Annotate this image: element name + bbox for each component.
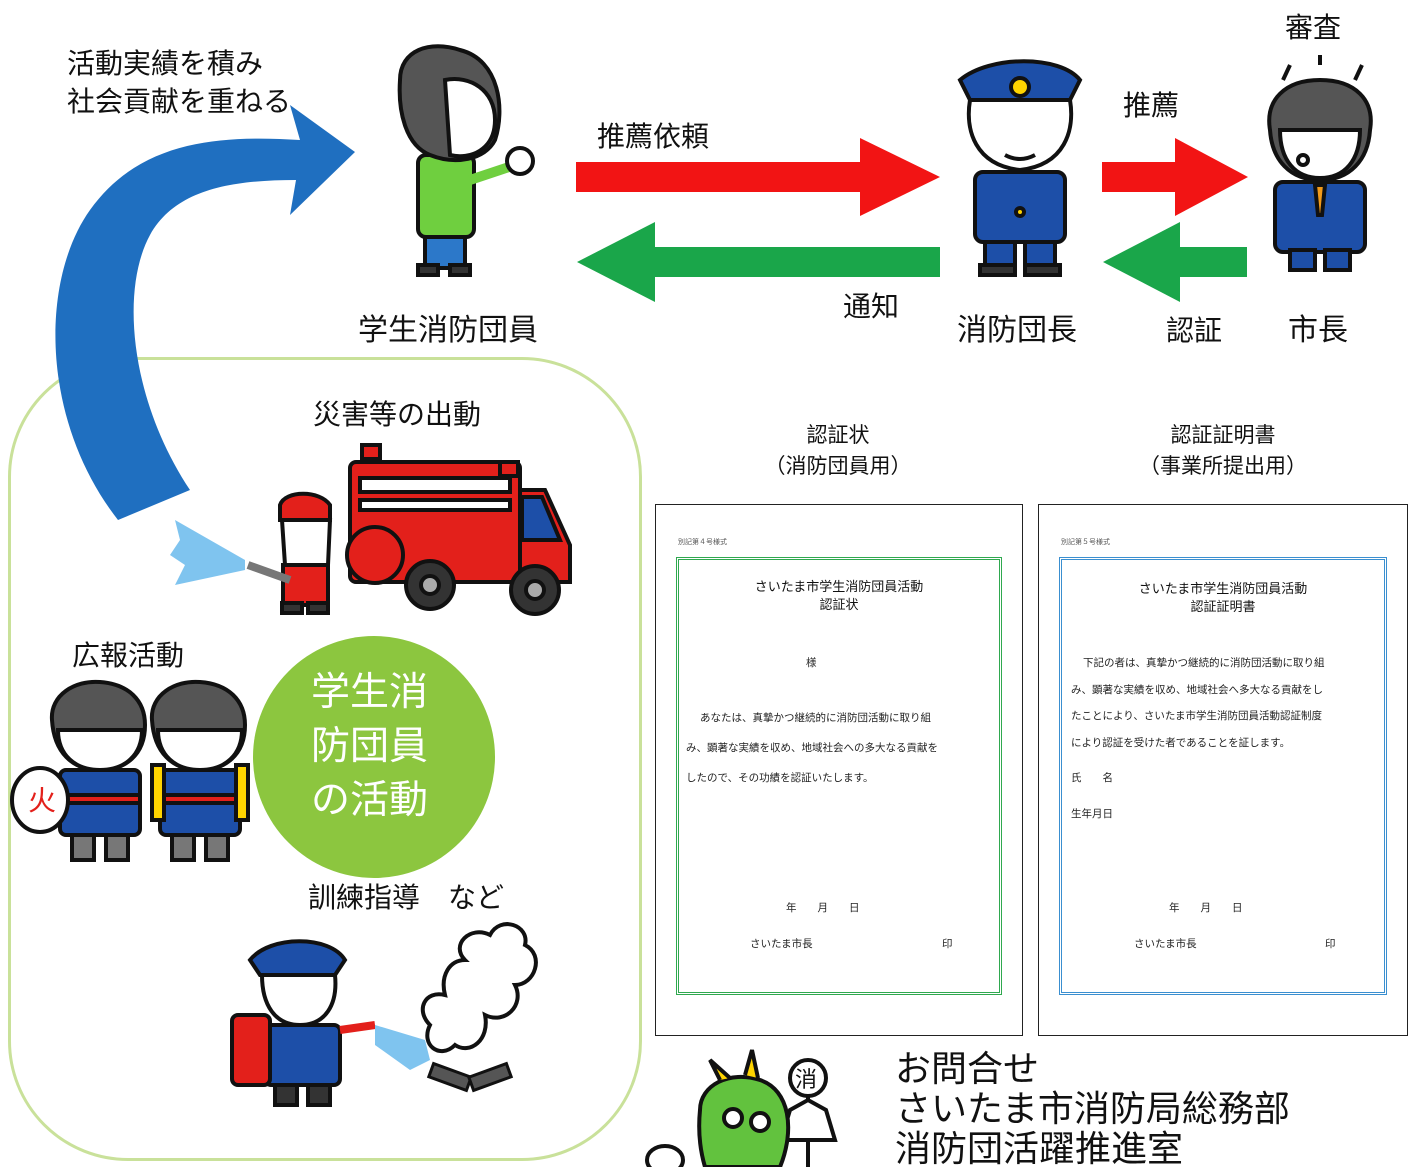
proof-caption-name: 認証証明書 <box>1170 423 1276 447</box>
cert-date: 年 月 日 <box>786 902 860 914</box>
activity-title-circle: 学生消防団員の活動 <box>253 636 495 878</box>
proof-name-label: 氏 名 <box>1071 772 1113 784</box>
disaster-label: 災害等の出動 <box>313 398 482 431</box>
request-arrow <box>576 138 940 216</box>
fire-truck <box>345 443 572 616</box>
proof-body-3: たことにより、さいたま市学生消防団員活動認証制度 <box>1071 710 1323 722</box>
cert-frame <box>676 557 1002 995</box>
proof-title-2: 認証証明書 <box>1190 600 1256 615</box>
blue-up-arrow <box>55 105 356 520</box>
cert-body-1: あなたは、真摯かつ継続的に消防団活動に取り組 <box>700 712 931 724</box>
notify-arrow <box>577 222 940 302</box>
water-spray-1 <box>170 520 245 585</box>
activity-box <box>8 357 642 1161</box>
request-label: 推薦依頼 <box>597 120 710 153</box>
cert-body-3: したので、その功績を認証いたします。 <box>686 772 874 784</box>
contact-department: さいたま市消防局総務部 <box>895 1089 1290 1130</box>
proof-body-4: により認証を受けた者であることを証します。 <box>1071 737 1291 749</box>
proof-date: 年 月 日 <box>1169 902 1243 914</box>
cert-title-2: 認証状 <box>819 598 859 613</box>
proof-body-1: 下記の者は、真摯かつ継続的に消防団活動に取り組 <box>1083 657 1325 669</box>
proof-title-1: さいたま市学生消防団員活動 <box>1138 582 1308 597</box>
student-figure <box>397 44 535 277</box>
pr-figure-left: 火 <box>10 679 148 862</box>
achievement-label: 活動実績を積み <box>67 47 264 80</box>
contact-heading: お問合せ <box>895 1049 1040 1090</box>
contact-block: お問合せ さいたま市消防局総務部 消防団活躍推進室 <box>895 1050 1290 1170</box>
training-figure <box>230 939 376 1107</box>
campfire-logs <box>426 1061 514 1093</box>
proof-document: 別記第５号様式 さいたま市学生消防団員活動 認証証明書 下記の者は、真摯かつ継続… <box>1038 504 1408 1036</box>
firefighter-hose <box>246 491 333 615</box>
proof-seal: 印 <box>1325 938 1336 950</box>
cert-form-number: 別記第４号様式 <box>678 538 727 546</box>
cert-signer: さいたま市長 <box>750 938 813 950</box>
pr-figure-right <box>149 679 250 862</box>
recommend-label: 推薦 <box>1123 89 1180 122</box>
proof-caption: 認証証明書 （事業所提出用） <box>1128 420 1318 482</box>
cert-seal: 印 <box>942 938 953 950</box>
svg-text:消: 消 <box>795 1068 817 1093</box>
mascot-dragon: 消 <box>645 1049 838 1167</box>
review-label: 審査 <box>1285 11 1342 44</box>
contribution-label: 社会貢献を重ねる <box>67 85 292 118</box>
certify-label: 認証 <box>1166 314 1223 347</box>
training-label: 訓練指導 など <box>308 881 505 914</box>
chief-figure <box>957 59 1083 277</box>
proof-birth-label: 生年月日 <box>1071 808 1113 820</box>
cert-title-1: さいたま市学生消防団員活動 <box>754 580 924 595</box>
activity-title: 学生消防団員の活動 <box>311 670 429 823</box>
cert-caption-use: （消防団員用） <box>764 454 912 478</box>
water-spray-2 <box>375 1025 430 1070</box>
proof-form-number: 別記第５号様式 <box>1061 538 1110 546</box>
svg-text:火: 火 <box>28 784 56 817</box>
proof-signer: さいたま市長 <box>1134 938 1197 950</box>
mayor-label: 市長 <box>1288 313 1348 348</box>
contact-office: 消防団活躍推進室 <box>895 1129 1184 1170</box>
mayor-figure <box>1267 55 1373 272</box>
proof-frame <box>1059 557 1387 995</box>
proof-caption-use: （事業所提出用） <box>1139 454 1307 478</box>
pr-label: 広報活動 <box>72 639 185 672</box>
chief-label: 消防団長 <box>957 313 1077 348</box>
certificate-document: 別記第４号様式 さいたま市学生消防団員活動 認証状 様 あなたは、真摯かつ継続的… <box>655 504 1023 1036</box>
recommend-arrow <box>1102 138 1248 216</box>
certify-arrow <box>1103 222 1247 302</box>
cert-caption-name: 認証状 <box>806 423 870 447</box>
cert-body-2: み、顕著な実績を収め、地域社会への多大なる貢献を <box>686 742 938 754</box>
cert-honorific: 様 <box>806 657 817 669</box>
proof-body-2: み、顕著な実績を収め、地域社会へ多大なる貢献をし <box>1071 684 1323 696</box>
smoke-cloud <box>420 922 538 1053</box>
notify-label: 通知 <box>843 290 900 323</box>
student-label: 学生消防団員 <box>358 313 538 348</box>
cert-caption: 認証状 （消防団員用） <box>758 420 918 482</box>
